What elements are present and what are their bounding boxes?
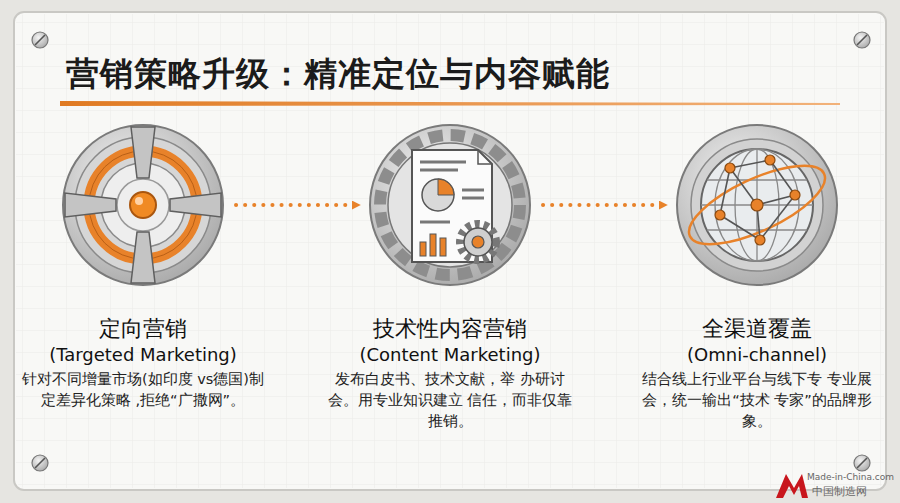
watermark-text: 中国制造网 [812,484,867,499]
node-heading: 定向营销 [0,315,288,342]
node-subheading: (Targeted Marketing) [0,342,288,367]
globe-network-icon [677,125,837,285]
icon-node: 全渠道覆盖(Omni-channel)结合线上行业平台与线下专 专业展会，统一输… [672,120,842,290]
target-icon [63,125,223,285]
node-heading: 全渠道覆盖 [612,315,900,342]
dotted-arrow [543,203,666,207]
node-subheading: (Content Marketing) [305,342,595,367]
dotted-arrow [236,203,359,207]
node-body: 发布白皮书、技术文献，举 办研讨会。用专业知识建立 信任，而非仅靠推销。 [325,369,575,432]
node-subheading: (Omni-channel) [612,342,900,367]
panel [14,12,886,490]
node-body: 结合线上行业平台与线下专 专业展会，统一输出“技术 专家”的品牌形象。 [632,369,882,432]
watermark-logo [776,474,808,498]
watermark-text: Made-in-China.com [807,472,894,482]
node-heading: 技术性内容营销 [305,315,595,342]
icon-node: 定向营销(Targeted Marketing)针对不同增量市场(如印度 vs德… [58,120,228,290]
document-gear-icon [370,125,530,285]
node-body: 针对不同增量市场(如印度 vs德国)制定差异化策略 ,拒绝“广撒网”。 [18,369,268,411]
title-underline [60,101,840,106]
title: 营销策略升级：精准定位与内容赋能 [66,52,610,97]
icon-node: 技术性内容营销(Content Marketing)发布白皮书、技术文献，举 办… [365,120,535,290]
